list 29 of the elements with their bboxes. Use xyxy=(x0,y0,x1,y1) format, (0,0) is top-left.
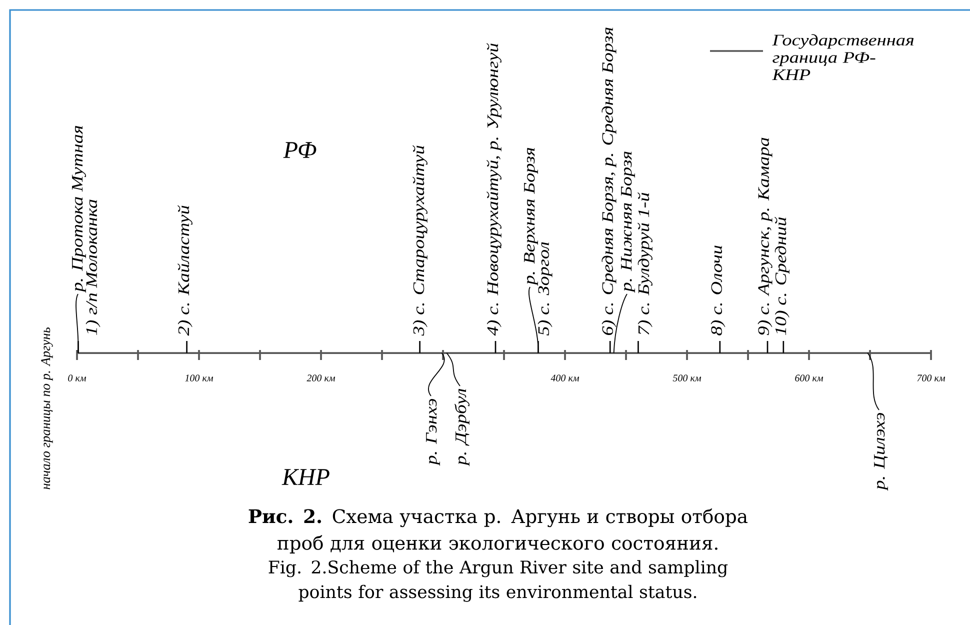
axis-tick-label: 100 км xyxy=(185,374,214,382)
station-label: 3) с. Староцурухайтуй xyxy=(412,145,428,336)
axis-tick-label: 600 км xyxy=(795,374,824,382)
river-label: р. Гэнхэ xyxy=(426,398,440,466)
axis-tick-label: 500 км xyxy=(672,374,702,382)
station-label: 1) г/п Молоканка xyxy=(86,200,100,336)
river-label: р. Верхняя Борзя xyxy=(524,148,538,286)
station-label: 5) с. Зоргол xyxy=(538,242,552,336)
region-label: РФ xyxy=(283,142,316,158)
axis-tick-label: 400 км xyxy=(550,374,580,382)
axis-tick-label: 200 км xyxy=(306,374,336,382)
station-label: 7) с. Булдуруй 1-й xyxy=(638,192,652,335)
legend-label: Государственная граница РФ-КНР xyxy=(772,34,914,80)
caption-text: Рис. 2. Схема участка р. Аргунь и створы отбора проб для оценки экологического состояния. xyxy=(248,508,748,554)
station-label: 6) с. Средняя Борзя, р. Средняя Борзя xyxy=(602,28,616,335)
river-label: р. Нижняя Борзя xyxy=(621,152,635,293)
axis-tick-label: 700 км xyxy=(917,374,946,382)
station-label: 8) с. Олочи xyxy=(710,246,726,336)
river-label: р. Дэрбул xyxy=(454,388,470,466)
caption-text: Fig. 2.Scheme of the Argun River site and sampling points for assessing its environmental status. xyxy=(268,560,728,602)
start-label: начало границы по р. Аргунь xyxy=(41,327,53,490)
river-label: р. Протока Мутная xyxy=(72,126,86,293)
station-label: 9) с. Аргунск, р. Камара xyxy=(758,138,772,336)
region-label: КНР xyxy=(282,469,330,485)
station-label: 2) с. Кайластуй xyxy=(178,205,192,336)
axis-tick-label: 0 км xyxy=(68,374,86,382)
station-label: 10) с. Средний xyxy=(774,216,790,336)
station-label: 4) с. Новоцурухайтуй, р. Урулюнгуй xyxy=(486,43,502,336)
river-label: р. Цилэхэ xyxy=(874,412,888,491)
